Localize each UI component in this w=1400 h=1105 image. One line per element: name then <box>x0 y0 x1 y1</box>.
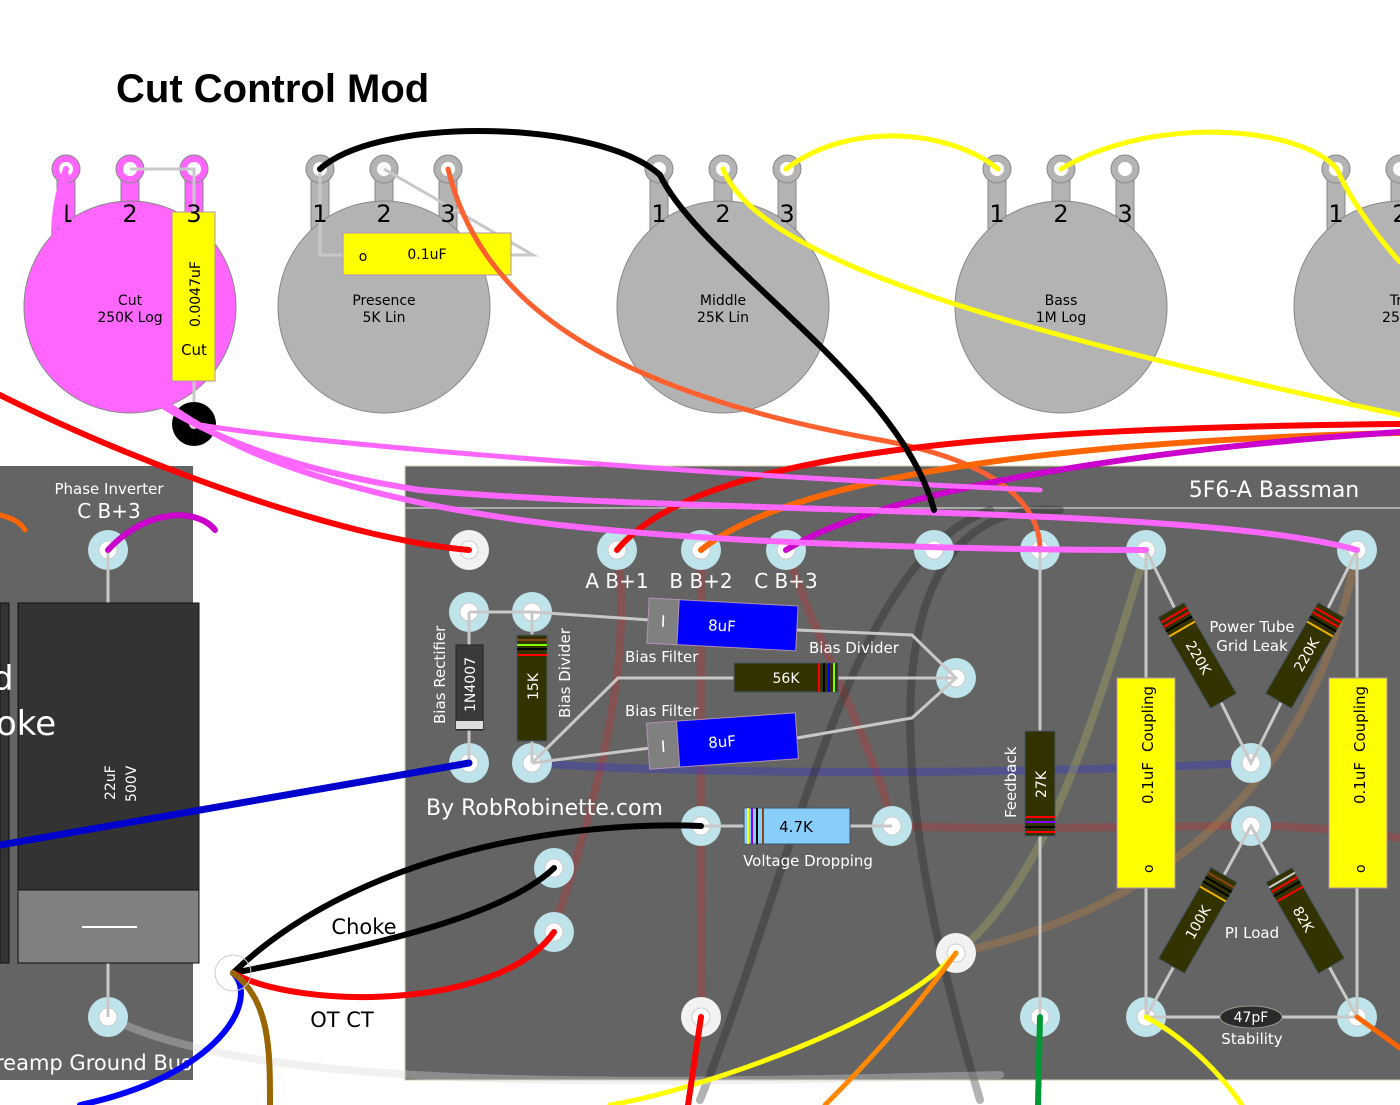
stability-cap <box>1219 1005 1283 1029</box>
ground-lug <box>214 954 252 992</box>
pi-supply-label: C B+3 <box>77 499 141 523</box>
bias-rectifier-label: Bias Rectifier <box>431 625 449 724</box>
pot-lug-number: 1 <box>1328 200 1343 228</box>
bias-filter-label-1: Bias Filter <box>625 648 699 666</box>
coupling-cap-value: 0.1uF <box>1139 762 1157 804</box>
wires <box>0 128 1400 1105</box>
pi-load-resistor-2: 82K <box>1265 866 1346 975</box>
pot-value: 25K Lin <box>697 310 749 326</box>
preamp-ground-bus-label: Preamp Ground Bus <box>0 1051 192 1075</box>
pi-label: Phase Inverter <box>54 480 164 498</box>
voltage-dropping-label: Voltage Dropping <box>743 852 873 870</box>
presence-cap-mark: o <box>359 249 368 265</box>
resistor-15k-label: 15K <box>526 672 542 700</box>
supply-c-label: C B+3 <box>754 569 818 593</box>
pot-lug-number: 2 <box>1392 200 1400 228</box>
bias-filter-cap-1: I 8uF <box>646 597 799 652</box>
filter-cap-label-2: oke <box>0 704 56 744</box>
presence-cap-value: 0.1uF <box>407 247 446 263</box>
pot-lug-number: 1 <box>651 200 666 228</box>
filter-cap-voltage: 500V <box>124 765 140 802</box>
pot-lug-hole <box>1118 162 1132 176</box>
coupling-label: Coupling <box>1139 686 1157 752</box>
pot-lug-number: 1 <box>989 200 1004 228</box>
pot-value: 250K <box>1382 310 1400 326</box>
coupling-cap-left: 0.1uF Coupling o <box>1116 677 1176 889</box>
grid-leak-resistor-2: 220K <box>1264 601 1345 710</box>
bias-filter-cap-2: I 8uF <box>646 712 799 770</box>
pot-lug-number: 3 <box>186 200 201 228</box>
feedback-resistor: 27K <box>1024 730 1056 837</box>
resistor-56k-label: 56K <box>773 671 801 687</box>
pot-lug-number: 2 <box>715 200 730 228</box>
ot-ct-wire-label: OT CT <box>310 1008 374 1032</box>
pot-lug-number: 2 <box>122 200 137 228</box>
pot-name: Cut <box>118 293 143 309</box>
board-name: 5F6-A Bassman <box>1189 478 1360 503</box>
coupling-mark: o <box>1353 864 1369 873</box>
supply-b-label: B B+2 <box>669 569 732 593</box>
pot-lug-hole <box>1393 162 1400 176</box>
bias-filter-label-2: Bias Filter <box>625 702 699 720</box>
coupling-mark: o <box>1141 864 1157 873</box>
pot-lug-number: 2 <box>376 200 391 228</box>
partial-filter-cap <box>0 602 10 964</box>
pot-value: 250K Log <box>97 310 162 326</box>
filter-cap-label-1: d <box>0 659 14 699</box>
filter-cap-value: 22uF <box>103 765 119 800</box>
bias-divider-label-vertical: Bias Divider <box>556 627 574 718</box>
pot-body <box>616 200 830 414</box>
bias-divider-label: Bias Divider <box>809 639 900 657</box>
cut-cap-value: 0.0047uF <box>188 261 204 327</box>
pot-body <box>1293 200 1400 414</box>
diode-label: 1N4007 <box>463 657 479 712</box>
feedback-label: Feedback <box>1002 746 1020 818</box>
pot-name: Tre <box>1389 293 1400 309</box>
pot-lug-number: 3 <box>779 200 794 228</box>
resistor-4-7k-label: 4.7K <box>779 818 814 836</box>
pi-load-label: PI Load <box>1225 924 1279 942</box>
page-title: Cut Control Mod <box>116 67 429 111</box>
coupling-cap-value: 0.1uF <box>1351 762 1369 804</box>
resistor-4-7k: 4.7K <box>743 807 851 845</box>
stability-label: Stability <box>1221 1030 1283 1048</box>
resistor-15k: 15K <box>516 634 548 742</box>
bias-rectifier-diode: 1N4007 <box>455 644 484 731</box>
feedback-resistor-label: 27K <box>1034 770 1050 798</box>
grid-leak-label-1: Power Tube <box>1209 618 1294 636</box>
stability-cap-value: 47pF <box>1234 1010 1269 1026</box>
coupling-label: Coupling <box>1351 686 1369 752</box>
grid-leak-label-2: Grid Leak <box>1216 637 1288 655</box>
pot-name: Presence <box>352 293 415 309</box>
pot-lug-number: 2 <box>1053 200 1068 228</box>
polarity-mark: I <box>660 612 666 631</box>
pot-lug-number: 1 <box>312 200 327 228</box>
bias-cap-1-value: 8uF <box>708 616 737 635</box>
choke-wire-label: Choke <box>331 915 396 939</box>
cut-cap <box>171 211 216 382</box>
pot-value: 5K Lin <box>362 310 405 326</box>
coupling-cap-right: 0.1uF Coupling o <box>1328 677 1388 889</box>
pot-lug-numbers: 12312312312312 <box>58 200 1400 228</box>
resistor-56k: 56K <box>733 662 839 693</box>
pot-body <box>954 200 1168 414</box>
polarity-mark: I <box>660 737 666 756</box>
credit-label: By RobRobinette.com <box>426 796 663 821</box>
pot-name: Bass <box>1045 293 1078 309</box>
grid-leak-resistor-1: 220K <box>1157 601 1238 710</box>
supply-a-label: A B+1 <box>585 569 648 593</box>
pot-lug-number: 3 <box>440 200 455 228</box>
pot-lug-number: 3 <box>1117 200 1132 228</box>
bias-cap-2-value: 8uF <box>708 732 737 752</box>
pot-value: 1M Log <box>1036 310 1086 326</box>
pot-name: Middle <box>700 293 746 309</box>
cut-cap-label: Cut <box>181 341 207 359</box>
